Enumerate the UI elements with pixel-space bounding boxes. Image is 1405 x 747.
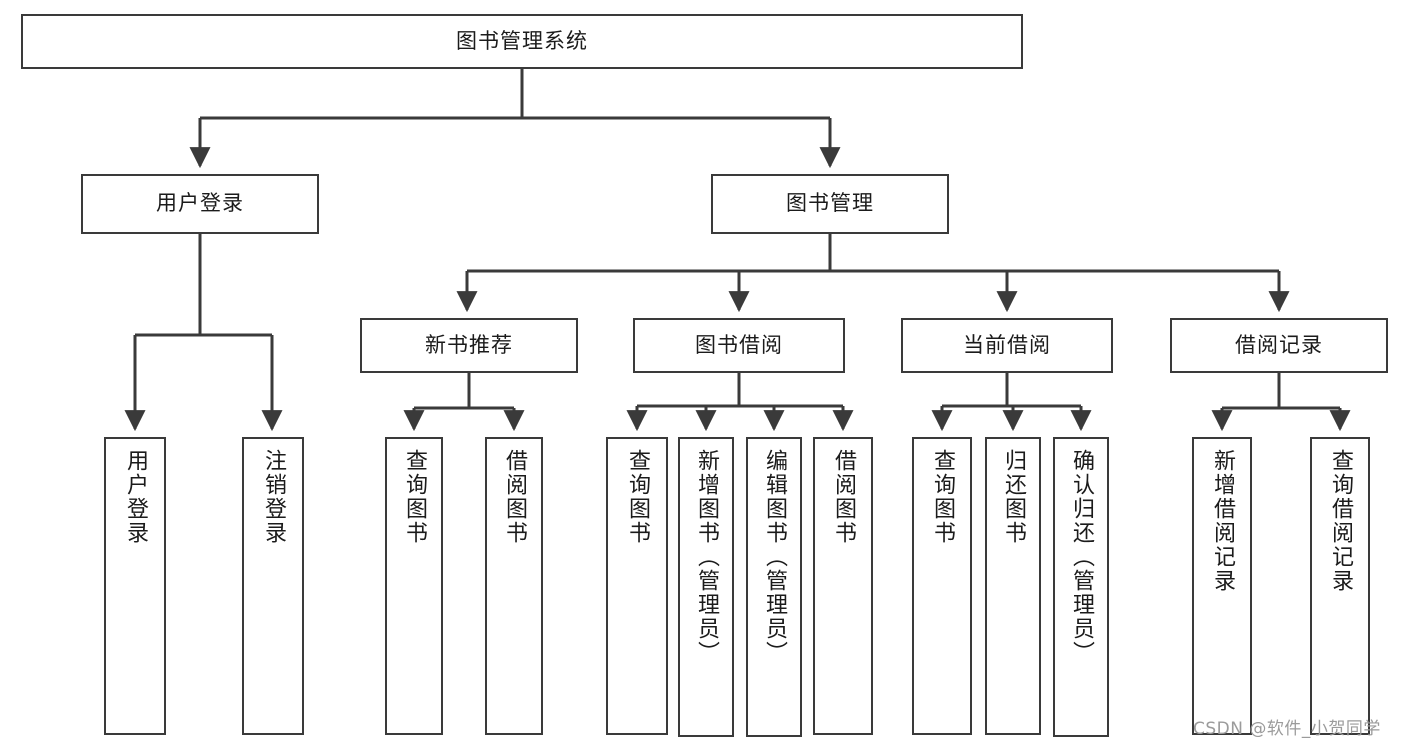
node-leaf-user-login[interactable]: 用户登录	[104, 437, 166, 735]
node-leaf-return-book[interactable]: 归还图书	[985, 437, 1041, 735]
node-leaf-query-book-borrow[interactable]: 查询图书	[606, 437, 668, 735]
node-leaf-borrow-book-label: 借阅图书	[830, 449, 856, 545]
node-leaf-query-record[interactable]: 查询借阅记录	[1310, 437, 1370, 735]
node-leaf-logout-label: 注销登录	[260, 449, 286, 545]
node-new-book-rec-label: 新书推荐	[425, 332, 513, 357]
node-book-borrow[interactable]: 图书借阅	[633, 318, 845, 373]
node-leaf-add-record-label: 新增借阅记录	[1209, 449, 1235, 593]
node-leaf-borrow-book-rec[interactable]: 借阅图书	[485, 437, 543, 735]
csdn-watermark: CSDN @软件_小贺同学	[1193, 719, 1381, 739]
node-leaf-query-book-cur[interactable]: 查询图书	[912, 437, 972, 735]
node-leaf-query-record-label: 查询借阅记录	[1327, 449, 1353, 593]
node-leaf-add-book[interactable]: 新增图书（管理员）	[678, 437, 734, 737]
node-leaf-edit-book-label: 编辑图书（管理员）	[761, 449, 787, 665]
node-root-label: 图书管理系统	[456, 28, 588, 53]
node-book-borrow-label: 图书借阅	[695, 332, 783, 357]
node-leaf-edit-book[interactable]: 编辑图书（管理员）	[746, 437, 802, 737]
node-borrow-record-label: 借阅记录	[1235, 332, 1323, 357]
node-current-borrow[interactable]: 当前借阅	[901, 318, 1113, 373]
node-leaf-return-book-label: 归还图书	[1000, 449, 1026, 545]
node-current-borrow-label: 当前借阅	[963, 332, 1051, 357]
node-leaf-confirm-return-label: 确认归还（管理员）	[1068, 449, 1094, 665]
node-leaf-add-record[interactable]: 新增借阅记录	[1192, 437, 1252, 735]
node-leaf-query-book-cur-label: 查询图书	[929, 449, 955, 545]
node-root[interactable]: 图书管理系统	[21, 14, 1023, 69]
node-borrow-record[interactable]: 借阅记录	[1170, 318, 1388, 373]
node-leaf-logout[interactable]: 注销登录	[242, 437, 304, 735]
node-leaf-confirm-return[interactable]: 确认归还（管理员）	[1053, 437, 1109, 737]
node-leaf-query-book-rec-label: 查询图书	[401, 449, 427, 545]
node-leaf-query-book-borrow-label: 查询图书	[624, 449, 650, 545]
node-leaf-borrow-book[interactable]: 借阅图书	[813, 437, 873, 735]
node-leaf-query-book-rec[interactable]: 查询图书	[385, 437, 443, 735]
node-leaf-user-login-label: 用户登录	[122, 449, 148, 545]
node-user-login-label: 用户登录	[156, 191, 244, 216]
node-user-login[interactable]: 用户登录	[81, 174, 319, 234]
node-book-manage-label: 图书管理	[786, 191, 874, 216]
node-new-book-rec[interactable]: 新书推荐	[360, 318, 578, 373]
node-book-manage[interactable]: 图书管理	[711, 174, 949, 234]
node-leaf-add-book-label: 新增图书（管理员）	[693, 449, 719, 665]
node-leaf-borrow-book-rec-label: 借阅图书	[501, 449, 527, 545]
